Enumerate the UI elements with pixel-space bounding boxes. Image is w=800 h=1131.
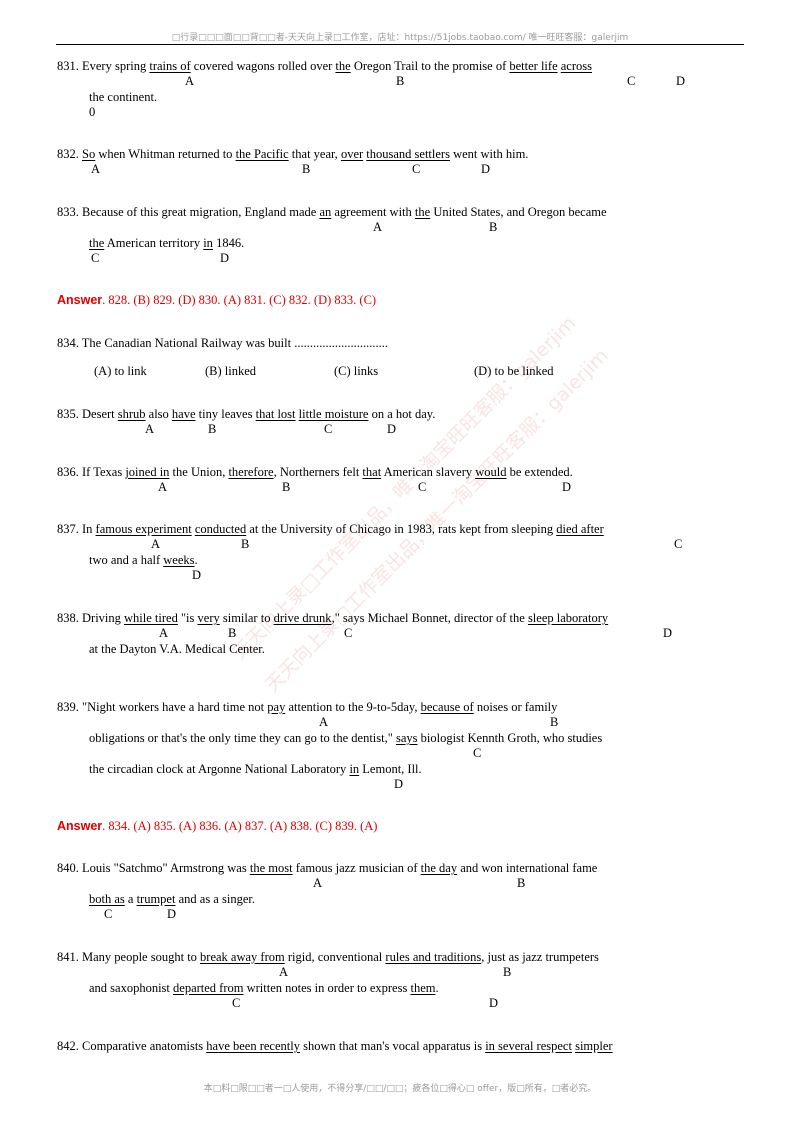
option-letter-b: B [489, 220, 498, 234]
option-letter-c: C [232, 996, 241, 1010]
option-letter-a: A [158, 480, 168, 494]
question-number: 835. [57, 407, 79, 421]
option-letter-c: C [324, 422, 333, 436]
option-letter-a: A [151, 537, 161, 551]
question-831: 831. Every spring trains of covered wago… [57, 59, 592, 73]
option-letter-b: B [517, 876, 526, 890]
page-header: □行录□□□面□□背□□者-天天向上录□工作室，店址：https://51job… [171, 33, 629, 43]
option-c: better life [509, 59, 558, 73]
option-letter-d: D [562, 480, 572, 494]
option-letter-b: B [208, 422, 217, 436]
question-number: 839. [57, 700, 79, 714]
question-841: 841. Many people sought to break away fr… [57, 950, 599, 964]
option-letter-d: D [387, 422, 397, 436]
question-number: 841. [57, 950, 79, 964]
question-835: 835. Desert shrub also have tiny leaves … [57, 407, 436, 421]
question-line: the continent. [89, 90, 158, 104]
option-letter-b: B [503, 965, 512, 979]
question-line: both as a trumpet and as a singer. [89, 892, 255, 906]
option-letter-d: D [394, 777, 404, 791]
question-number: 840. [57, 861, 79, 875]
option-letter-c: C [674, 537, 683, 551]
question-838: 838. Driving while tired "is very simila… [57, 611, 609, 625]
question-number: 834. [57, 336, 79, 350]
option-letter-d: D [676, 74, 686, 88]
option-letter-a: A [159, 626, 169, 640]
option-letter-a: A [91, 162, 101, 176]
option-letter-d: D [481, 162, 491, 176]
option-d: across [560, 59, 592, 73]
question-836: 836. If Texas joined in the Union, there… [57, 465, 573, 479]
option-letter-d: D [220, 251, 230, 265]
question-line: obligations or that's the only time they… [89, 731, 603, 745]
option-letter-a: A [185, 74, 195, 88]
header-rule [56, 44, 744, 45]
question-840: 840. Louis "Satchmo" Armstrong was the m… [57, 861, 598, 875]
answer-line: Answer. 828. (B) 829. (D) 830. (A) 831. … [57, 293, 377, 307]
answer-line: Answer. 834. (A) 835. (A) 836. (A) 837. … [57, 819, 378, 833]
option-letter-b: B [396, 74, 405, 88]
question-number: 833. [57, 205, 79, 219]
choice-d: (D) to be linked [474, 364, 554, 378]
option-letter-a: A [279, 965, 289, 979]
option-letter-d: D [663, 626, 673, 640]
option-b: the [335, 59, 351, 73]
option-letter-c: C [418, 480, 427, 494]
question-837: 837. In famous experiment conducted at t… [57, 522, 604, 536]
question-line: at the Dayton V.A. Medical Center. [89, 642, 265, 656]
option-letter-b: B [228, 626, 237, 640]
option-letter-a: A [319, 715, 329, 729]
question-832: 832. So when Whitman returned to the Pac… [57, 147, 529, 161]
question-number: 838. [57, 611, 79, 625]
option-letter-d: D [489, 996, 499, 1010]
option-letter-d: D [167, 907, 177, 921]
question-842: 842. Comparative anatomists have been re… [57, 1039, 613, 1053]
option-letter-c: C [627, 74, 636, 88]
question-line: two and a half weeks. [89, 553, 198, 567]
option-letter-a: A [145, 422, 155, 436]
question-line: 0 [89, 105, 96, 119]
option-a: trains of [149, 59, 191, 73]
option-letter-a: A [373, 220, 383, 234]
watermark-line: 天天向上录□工作室出品，唯一淘宝旺旺客服：galerjim [261, 344, 613, 697]
option-letter-b: B [282, 480, 291, 494]
option-letter-c: C [91, 251, 100, 265]
question-number: 837. [57, 522, 79, 536]
option-letter-c: C [344, 626, 353, 640]
question-line: and saxophonist departed from written no… [89, 981, 439, 995]
option-letter-b: B [241, 537, 250, 551]
question-833: 833. Because of this great migration, En… [57, 205, 607, 219]
choice-a: (A) to link [94, 364, 147, 378]
choice-b: (B) linked [205, 364, 257, 378]
question-number: 842. [57, 1039, 79, 1053]
option-letter-b: B [302, 162, 311, 176]
option-letter-d: D [192, 568, 202, 582]
option-letter-c: C [104, 907, 113, 921]
option-letter-c: C [412, 162, 421, 176]
question-line: the circadian clock at Argonne National … [89, 762, 422, 776]
choice-c: (C) links [334, 364, 379, 378]
option-letter-a: A [313, 876, 323, 890]
question-number: 832. [57, 147, 79, 161]
question-834: 834. The Canadian National Railway was b… [57, 336, 388, 350]
question-line: the American territory in 1846. [89, 236, 245, 250]
option-letter-b: B [550, 715, 559, 729]
page-footer: 本□料□限□□者一□人使用，不得分享/□□/□□；疲各位□得心□ offer，版… [203, 1084, 597, 1094]
option-letter-c: C [473, 746, 482, 760]
question-number: 836. [57, 465, 79, 479]
question-839: 839. "Night workers have a hard time not… [57, 700, 558, 714]
question-number: 831. [57, 59, 79, 73]
